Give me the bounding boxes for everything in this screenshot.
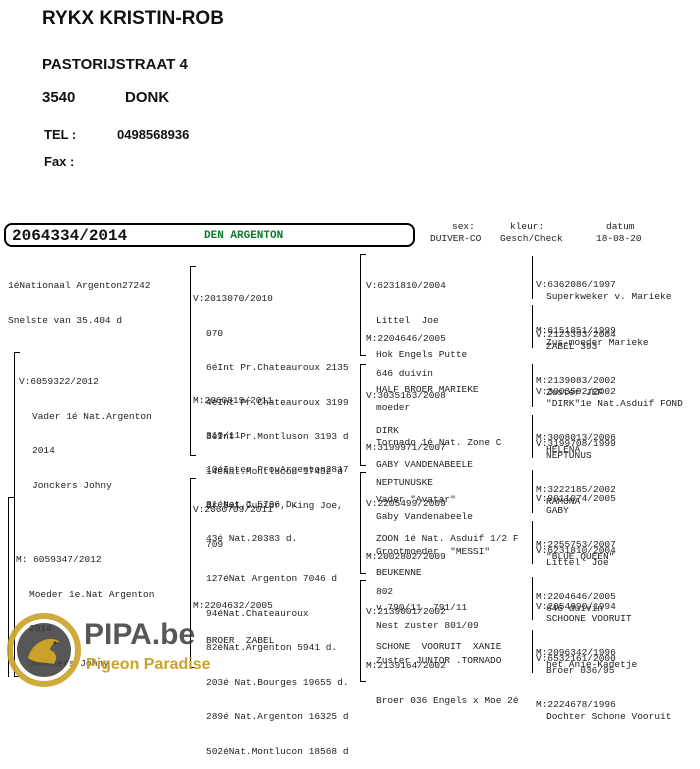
logo-tagline: Pigeon Paradise: [86, 656, 211, 673]
tel-label: TEL :: [44, 127, 77, 142]
gen4-bracket-3: [532, 364, 533, 407]
gen3-block-7: V:2139001/2002 SCHONE VOORUIT XANIE: [366, 606, 502, 652]
sire-block: V:6059322/2012 Vader 1é Nat.Argenton 201…: [19, 376, 152, 491]
gen4-bracket-7: [532, 577, 533, 620]
gen4-bracket-1: [532, 256, 533, 299]
gen3-block-3: V:3035163/2008 DIRK GABY VANDENABEELE Va…: [366, 390, 473, 505]
dam-dam-block: M:2204632/2005 BROER ZABEL: [193, 600, 275, 646]
gen3-block-6: M:2002802/2009 802 Nest zuster 801/09 Zu…: [366, 551, 502, 666]
owner-street: PASTORIJSTRAAT 4: [42, 56, 188, 73]
date-label: datum: [606, 221, 635, 232]
pigeon-ring: 2064334/2014: [12, 227, 128, 245]
date-value: 18-08-20: [596, 233, 642, 244]
pigeon-name: DEN ARGENTON: [204, 230, 284, 242]
gen4-bracket-4: [532, 415, 533, 458]
gen3-bracket-2: [360, 364, 361, 466]
root-bracket-line: [8, 497, 9, 677]
sire-sire-block: V:2013070/2010 070 6éInt Pr.Chateauroux …: [193, 293, 349, 511]
owner-postcode: 3540: [42, 89, 76, 106]
owner-city: DONK: [125, 89, 170, 106]
color-value: Gesch/Check: [500, 233, 563, 244]
logo-brand: PIPA.be: [84, 618, 196, 651]
gen3-block-2: M:2204646/2005 646 duivin moeder Tornado…: [366, 333, 502, 448]
gen4-bracket-5: [532, 470, 533, 513]
pigeon-emblem-icon: [7, 613, 81, 687]
gen3-block-8: M:2139164/2002 Broer 036 Engels x Moe 2é: [366, 660, 519, 706]
gen3-bracket-1: [360, 254, 361, 356]
tel-value: 0498568936: [117, 127, 190, 142]
gen4-block-3: V:3003592/2002"DIRK"1e Nat.Asduif FOND M…: [536, 386, 683, 455]
sex-value: DUIVER-CO: [430, 233, 482, 244]
fax-label: Fax :: [44, 154, 75, 169]
gen1-bracket: [14, 352, 15, 497]
owner-name: RYKX KRISTIN-ROB: [42, 8, 224, 29]
gen3-bracket-3: [360, 472, 361, 574]
pigeon-title-box: [4, 223, 415, 247]
gen3-block-1: V:6231810/2004 Littel Joe Hok Engels Put…: [366, 280, 479, 395]
pipa-logo: PIPA.be Pigeon Paradise: [6, 612, 211, 688]
gen4-bracket-6: [532, 521, 533, 564]
gen3-block-5: V:2205499/2009 ZOON 1é Nat. Asduif 1/2 F…: [366, 498, 519, 613]
gen2-sire-bracket: [190, 266, 191, 456]
color-label: kleur:: [510, 221, 545, 232]
pigeon-notes: 1éNationaal Argenton27242 Snelste van 35…: [8, 280, 151, 326]
gen3-bracket-4: [360, 580, 361, 682]
gen4-bracket-8: [532, 630, 533, 673]
gen2-dam-bracket: [190, 478, 191, 668]
gen3-block-4: M:3199971/2007 NEPTUNUSKE Gaby Vandenabe…: [366, 442, 491, 557]
sire-dam-block: M:2060819/2011 819/11 10éInter ProvArgen…: [193, 395, 349, 544]
gen4-bracket-2: [532, 305, 533, 348]
sex-label: sex:: [452, 221, 475, 232]
